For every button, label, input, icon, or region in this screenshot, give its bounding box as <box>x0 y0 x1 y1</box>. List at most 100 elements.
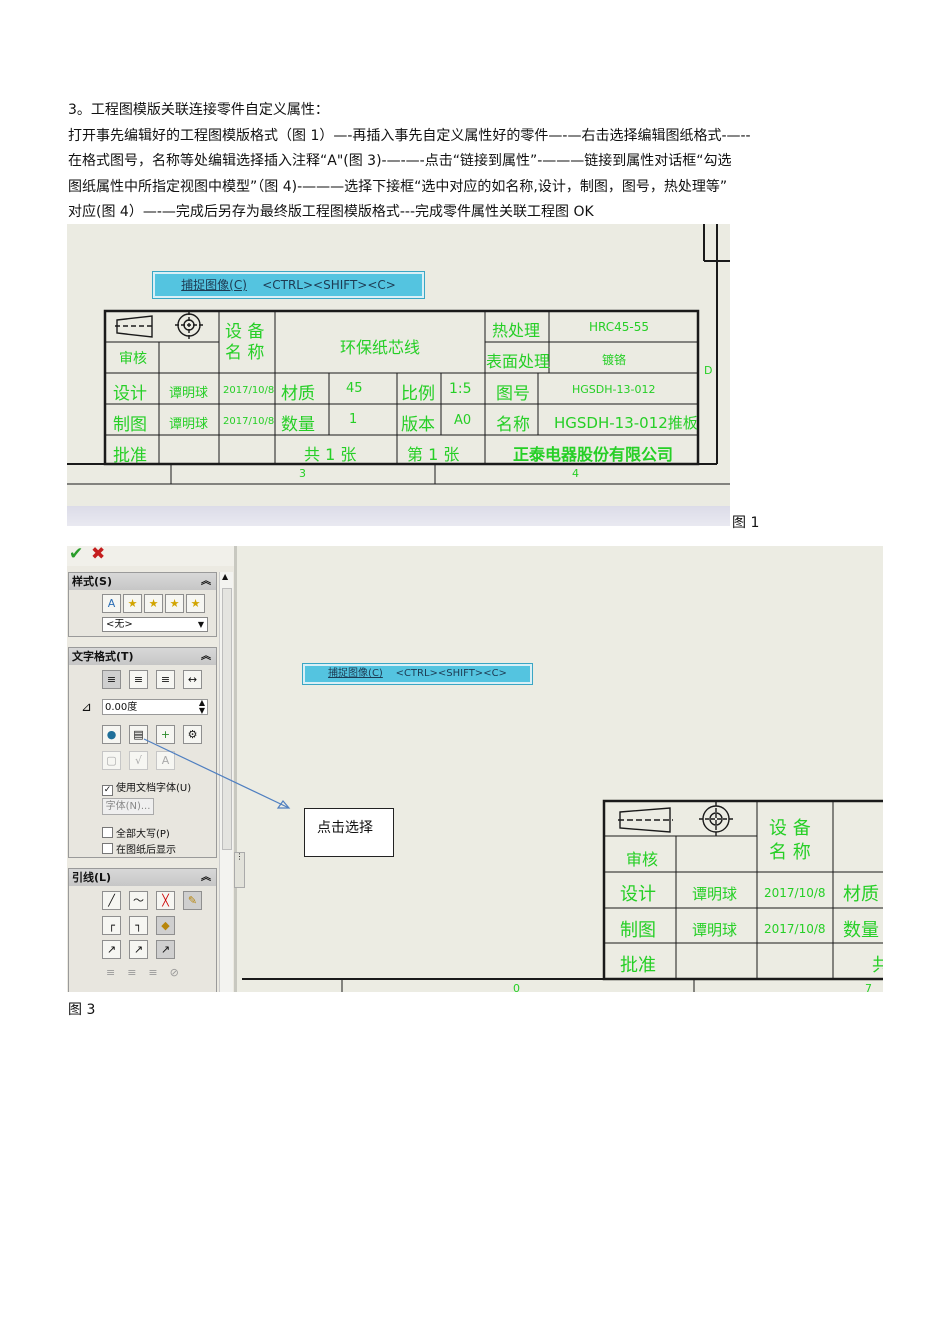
text-format-section-header[interactable]: 文字格式(T) ︽ <box>69 648 216 665</box>
show-on-sheet-label: 在图纸后显示 <box>116 845 176 856</box>
apply-style-icon[interactable]: A <box>102 594 121 613</box>
spinner-icon[interactable]: ▲▼ <box>198 698 205 715</box>
draft-date: 2017/10/8 <box>223 416 275 427</box>
design-date: 2017/10/8 <box>223 385 275 396</box>
section-heading: 3。工程图模版关联连接零件自定义属性： <box>68 102 329 118</box>
link-to-property-icon[interactable]: ▤ <box>129 725 148 744</box>
show-on-sheet-checkbox[interactable] <box>102 843 113 854</box>
all-caps-row[interactable]: 全部大写(P) <box>102 825 170 840</box>
collapse-chevron-icon[interactable]: ︽ <box>201 872 211 883</box>
use-doc-font-row[interactable]: ✓使用文档字体(U) <box>102 779 191 796</box>
approve-label: 批准 <box>620 955 656 976</box>
capture-image-tooltip: 捕捉图像(C) <CTRL><SHIFT><C> <box>302 663 533 685</box>
sheet-number: 第 1 张 <box>407 445 460 464</box>
save-style-star-icon[interactable]: ★ <box>165 594 184 613</box>
total-sheets-partial: 共 <box>872 955 883 976</box>
quantity-value: 1 <box>349 412 358 427</box>
all-caps-label: 全部大写(P) <box>116 829 170 840</box>
window-status-strip <box>67 506 730 526</box>
panel-collapse-handle[interactable]: ⋮ <box>234 852 245 888</box>
text-format-section-title: 文字格式(T) <box>72 650 134 663</box>
draft-label: 制图 <box>113 415 147 435</box>
panel-splitter[interactable] <box>234 546 237 992</box>
align-right-icon[interactable]: ≡ <box>156 670 175 689</box>
text-format-section: 文字格式(T) ︽ ≡ ≡ ≡ ↔ ⊿ 0.00度 ▲▼ ● ▤ + ⚙ ▢ √… <box>68 647 217 858</box>
draft-label: 制图 <box>620 920 656 941</box>
leader-section-header[interactable]: 引线(L) ︽ <box>69 869 216 886</box>
leader-arrow-none-icon[interactable]: ↗ <box>156 940 175 959</box>
auto-leader-icon[interactable]: ✎ <box>183 891 202 910</box>
surface-treatment-label: 表面处理 <box>486 352 551 371</box>
material-label: 材质 <box>281 384 315 404</box>
collapse-chevron-icon[interactable]: ︽ <box>201 576 211 587</box>
panel-scrollbar[interactable]: ▲ <box>219 572 233 992</box>
leader-nearest-icon[interactable]: ◆ <box>156 916 175 935</box>
instruction-line-3: 图纸属性中所指定视图中模型”（图 4)-———选择下接框“选中对应的如名称,设计… <box>68 178 728 195</box>
border-dim-icon: ▢ <box>102 751 121 770</box>
no-leader-icon[interactable]: ╳ <box>156 891 175 910</box>
angle-input[interactable]: 0.00度 ▲▼ <box>102 699 208 715</box>
globe-link-icon[interactable]: ● <box>102 725 121 744</box>
scroll-up-icon[interactable]: ▲ <box>222 572 229 581</box>
zone-label-right: 7 <box>865 982 872 992</box>
load-style-star-icon[interactable]: ★ <box>186 594 205 613</box>
figure-3-caption: 图 3 <box>68 1002 96 1018</box>
datum-dim-icon: A <box>156 751 175 770</box>
version-label: 版本 <box>401 415 435 435</box>
zone-label-left: 0 <box>513 982 520 992</box>
ok-check-icon[interactable]: ✔ <box>69 546 84 564</box>
equipment-name-label: 设 备 名 称 <box>769 818 811 863</box>
leader-arrow-right-icon[interactable]: ↗ <box>129 940 148 959</box>
design-person: 谭明球 <box>169 386 209 401</box>
draft-date: 2017/10/8 <box>764 922 826 936</box>
align-center-icon[interactable]: ≡ <box>129 670 148 689</box>
leader-section: 引线(L) ︽ ╱ 〜 ╳ ✎ ┌ ┐ ◆ ↗ ↗ ↗ ≡≡≡⊘ <box>68 868 217 992</box>
style-select-value: <无> <box>106 619 133 630</box>
instruction-line-2: 在格式图号，名称等处编辑选择插入注释“A"(图 3)-—-—-点击“链接到属性”… <box>68 153 732 169</box>
delete-style-star-icon[interactable]: ★ <box>144 594 163 613</box>
heat-treatment-value: HRC45-55 <box>589 320 650 334</box>
panel-confirm-bar: ✔ ✖ <box>67 546 237 566</box>
scale-value: 1:5 <box>449 381 472 397</box>
use-doc-font-checkbox[interactable]: ✓ <box>102 785 113 796</box>
leader-left-icon[interactable]: ┌ <box>102 916 121 935</box>
justify-icon[interactable]: ↔ <box>183 670 202 689</box>
stack-note-icon[interactable]: ⚙ <box>183 725 202 744</box>
style-section-header[interactable]: 样式(S) ︽ <box>69 573 216 590</box>
instruction-line-4: 对应(图 4）—-—完成后另存为最终版工程图模版格式---完成零件属性关联工程图… <box>68 204 594 220</box>
property-manager-panel: ✔ ✖ 样式(S) ︽ A ★ ★ ★ ★ <无> ▼ 文字格式(T) ︽ <box>67 546 245 992</box>
align-left-icon[interactable]: ≡ <box>102 670 121 689</box>
tooltip-label: 捕捉图像(C) <box>181 278 247 292</box>
leader-arrow-left-icon[interactable]: ↗ <box>102 940 121 959</box>
tooltip-label: 捕捉图像(C) <box>328 668 383 679</box>
equipment-name-label: 设 备 名 称 <box>225 322 265 363</box>
scroll-thumb[interactable] <box>222 588 232 850</box>
tooltip-shortcut: <CTRL><SHIFT><C> <box>262 278 396 292</box>
figure-1-screenshot: 捕捉图像(C) <CTRL><SHIFT><C> 设 备 名 称 环保纸芯线 热… <box>67 224 730 526</box>
leader-right-icon[interactable]: ┐ <box>129 916 148 935</box>
zone-label-3: 3 <box>299 467 306 480</box>
leader-bent-icon[interactable]: 〜 <box>129 891 148 910</box>
capture-image-tooltip: 捕捉图像(C) <CTRL><SHIFT><C> <box>152 271 425 299</box>
style-select[interactable]: <无> ▼ <box>102 617 208 632</box>
review-label: 审核 <box>119 351 147 367</box>
collapse-chevron-icon[interactable]: ︽ <box>201 651 211 662</box>
version-value: A0 <box>454 413 472 428</box>
add-style-star-icon[interactable]: ★ <box>123 594 142 613</box>
show-on-sheet-row[interactable]: 在图纸后显示 <box>102 841 176 856</box>
review-label: 审核 <box>626 850 659 869</box>
instructions: 3。工程图模版关联连接零件自定义属性： 打开事先编辑好的工程图模版格式（图 1）… <box>68 98 888 226</box>
draft-person: 谭明球 <box>692 921 738 939</box>
drawing-number-value: HGSDH-13-012 <box>572 383 656 396</box>
leader-straight-icon[interactable]: ╱ <box>102 891 121 910</box>
angle-icon: ⊿ <box>81 700 92 715</box>
draft-person: 谭明球 <box>169 417 209 432</box>
zone-label-4: 4 <box>572 467 579 480</box>
design-person: 谭明球 <box>692 885 738 903</box>
font-button[interactable]: 字体(N)... <box>102 798 154 815</box>
approve-label: 批准 <box>113 446 147 466</box>
cancel-x-icon[interactable]: ✖ <box>91 546 106 564</box>
all-caps-checkbox[interactable] <box>102 827 113 838</box>
quantity-label: 数量 <box>281 415 315 435</box>
add-symbol-icon[interactable]: + <box>156 725 175 744</box>
